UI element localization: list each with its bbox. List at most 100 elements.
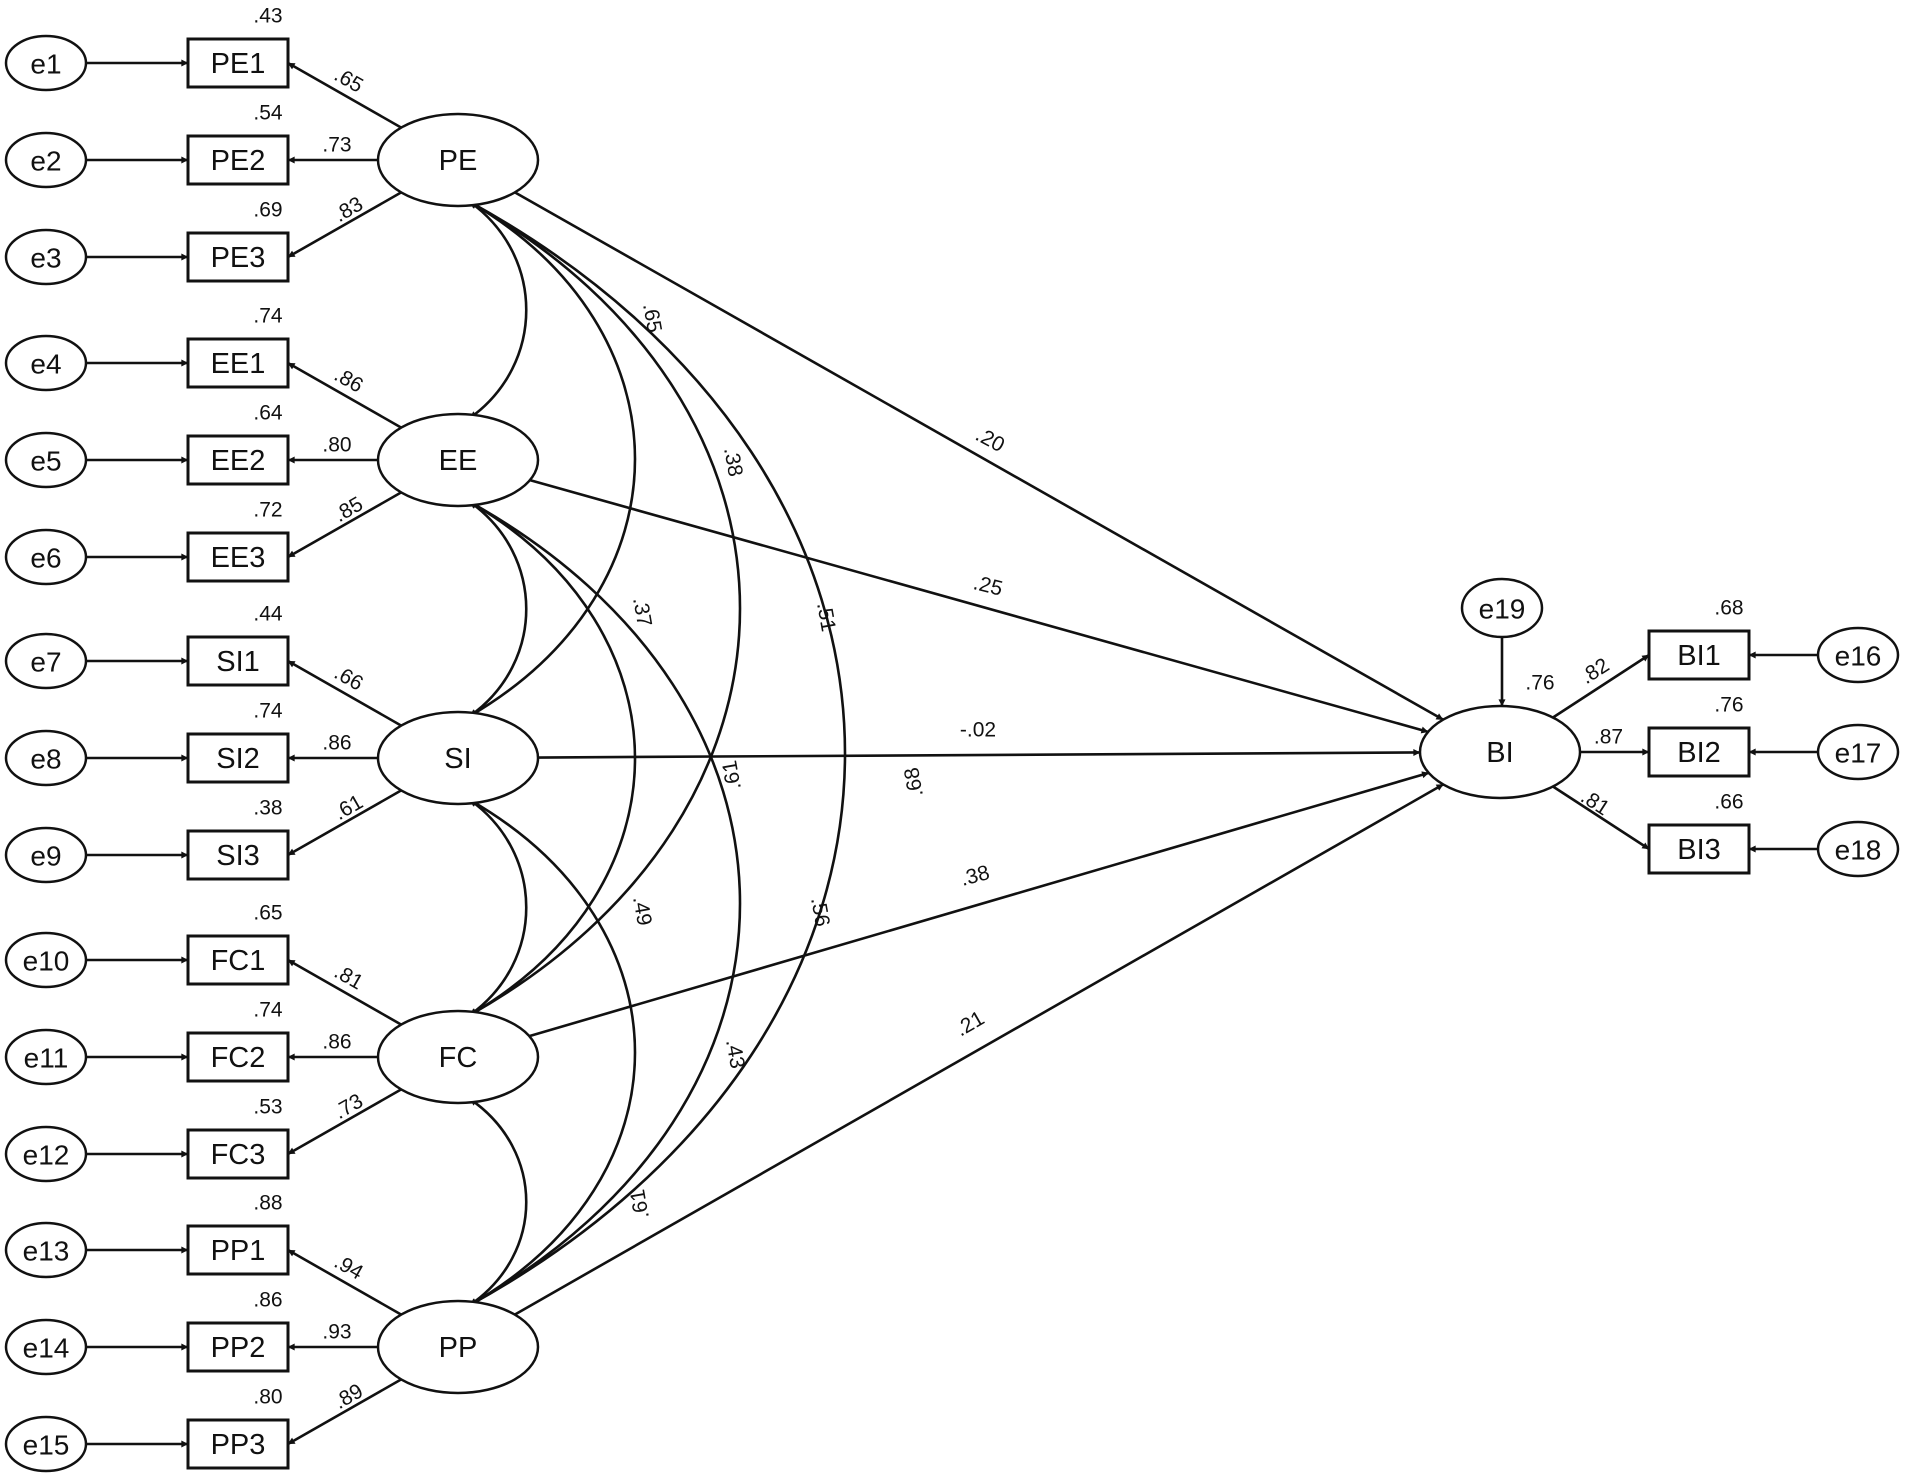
r-squared-label: .74 bbox=[253, 999, 283, 1022]
loading-label: .89 bbox=[330, 1379, 367, 1413]
covariance-ee-fc bbox=[469, 500, 637, 1017]
error-label: e8 bbox=[30, 744, 61, 775]
covariance-si-fc bbox=[469, 798, 528, 1017]
bi-r-squared-label: .76 bbox=[1525, 672, 1554, 695]
loading-label: .80 bbox=[322, 434, 351, 457]
indicator-box bbox=[1647, 726, 1751, 778]
loading-arrow bbox=[1552, 785, 1650, 851]
latent-label: BI bbox=[1486, 737, 1513, 769]
path-coefficient: .38 bbox=[958, 861, 992, 891]
path-coefficient: .25 bbox=[971, 571, 1005, 600]
loading-label: .81 bbox=[330, 960, 367, 994]
indicator-label: BI2 bbox=[1677, 737, 1721, 769]
covariance-fc-pp bbox=[469, 1097, 528, 1307]
indicator-box bbox=[186, 1321, 290, 1373]
edges-layer bbox=[86, 59, 1818, 1448]
covariance-coefficient: .61 bbox=[718, 759, 746, 792]
indicator-box bbox=[186, 1031, 290, 1083]
latent-label: EE bbox=[439, 445, 478, 477]
error-label: e17 bbox=[1835, 738, 1882, 769]
r-squared-label: .64 bbox=[253, 402, 283, 425]
indicator-label: PE3 bbox=[211, 242, 266, 274]
r-squared-label: .65 bbox=[253, 902, 282, 925]
indicator-box bbox=[186, 635, 290, 687]
indicator-label: PE1 bbox=[211, 48, 266, 80]
error-ellipse bbox=[4, 528, 88, 586]
error-label: e5 bbox=[30, 446, 61, 477]
loading-label: .65 bbox=[330, 63, 367, 97]
covariance-pe-fc bbox=[469, 200, 742, 1017]
loading-label: .86 bbox=[330, 363, 367, 397]
path-ee-to-bi bbox=[529, 478, 1429, 734]
error-label: e18 bbox=[1835, 835, 1882, 866]
path-pp-to-bi bbox=[514, 783, 1444, 1316]
r-squared-label: .74 bbox=[253, 700, 283, 723]
loading-label: .94 bbox=[330, 1250, 367, 1285]
error-ellipse bbox=[4, 431, 88, 489]
error-label: e1 bbox=[30, 49, 61, 80]
covariance-coefficient: .51 bbox=[812, 601, 840, 634]
error-ellipse bbox=[1816, 626, 1900, 684]
error-ellipse bbox=[4, 826, 88, 884]
error-label: e16 bbox=[1835, 641, 1882, 672]
indicator-label: FC1 bbox=[211, 945, 266, 977]
latent-label: PE bbox=[439, 145, 478, 177]
loading-label: .86 bbox=[322, 732, 351, 755]
error-ellipse bbox=[4, 632, 88, 690]
loading-arrow bbox=[287, 1088, 402, 1156]
latent-label: SI bbox=[444, 743, 471, 775]
r-squared-label: .86 bbox=[253, 1289, 282, 1312]
error-label: e4 bbox=[30, 349, 61, 380]
indicator-box bbox=[186, 1418, 290, 1470]
loading-arrow bbox=[287, 1248, 402, 1316]
error-label: e10 bbox=[23, 946, 70, 977]
loading-arrow bbox=[287, 61, 402, 129]
loading-arrow bbox=[287, 491, 402, 559]
latent-fc bbox=[376, 1009, 540, 1105]
covariance-si-pp bbox=[469, 798, 637, 1307]
error-ellipse bbox=[4, 1028, 88, 1086]
covariance-pe-pp bbox=[469, 200, 847, 1307]
error-ellipse bbox=[4, 34, 88, 92]
latent-label: PP bbox=[439, 1332, 478, 1364]
error-ellipse bbox=[4, 1125, 88, 1183]
r-squared-label: .88 bbox=[253, 1192, 282, 1215]
path-si-to-bi bbox=[537, 748, 1421, 759]
covariance-coefficient: .56 bbox=[806, 896, 834, 929]
disturbance-ellipse bbox=[1460, 577, 1544, 639]
r-squared-label: .74 bbox=[253, 305, 283, 328]
r-squared-label: .54 bbox=[253, 102, 283, 125]
covariance-coefficient: .68 bbox=[900, 766, 928, 799]
error-label: e12 bbox=[23, 1140, 70, 1171]
indicator-box bbox=[186, 434, 290, 486]
error-label: e7 bbox=[30, 647, 61, 678]
indicator-box bbox=[186, 337, 290, 389]
loading-label: .93 bbox=[322, 1321, 351, 1344]
r-squared-label: .66 bbox=[1714, 791, 1743, 814]
error-ellipse bbox=[4, 931, 88, 989]
path-fc-to-bi bbox=[528, 771, 1430, 1038]
loading-label: .87 bbox=[1594, 726, 1623, 749]
error-ellipse bbox=[4, 131, 88, 189]
indicator-label: EE3 bbox=[211, 542, 266, 574]
covariance-coefficient: .43 bbox=[721, 1038, 749, 1071]
error-label: e11 bbox=[24, 1043, 69, 1074]
indicator-box bbox=[1647, 629, 1751, 681]
nodes-layer bbox=[4, 34, 1900, 1473]
indicator-box bbox=[1647, 823, 1751, 875]
loading-arrow bbox=[287, 958, 402, 1026]
r-squared-label: .76 bbox=[1714, 694, 1743, 717]
path-coefficient: .21 bbox=[952, 1007, 989, 1042]
latent-ee bbox=[376, 412, 540, 508]
indicator-box bbox=[186, 37, 290, 89]
disturbance-label: e19 bbox=[1479, 594, 1526, 625]
latent-label: FC bbox=[439, 1042, 478, 1074]
indicator-box bbox=[186, 134, 290, 186]
error-ellipse bbox=[1816, 723, 1900, 781]
error-label: e13 bbox=[23, 1236, 70, 1267]
indicator-label: SI3 bbox=[216, 840, 260, 872]
indicator-box bbox=[186, 934, 290, 986]
error-label: e15 bbox=[23, 1430, 70, 1461]
covariance-coefficient: .37 bbox=[628, 596, 656, 629]
